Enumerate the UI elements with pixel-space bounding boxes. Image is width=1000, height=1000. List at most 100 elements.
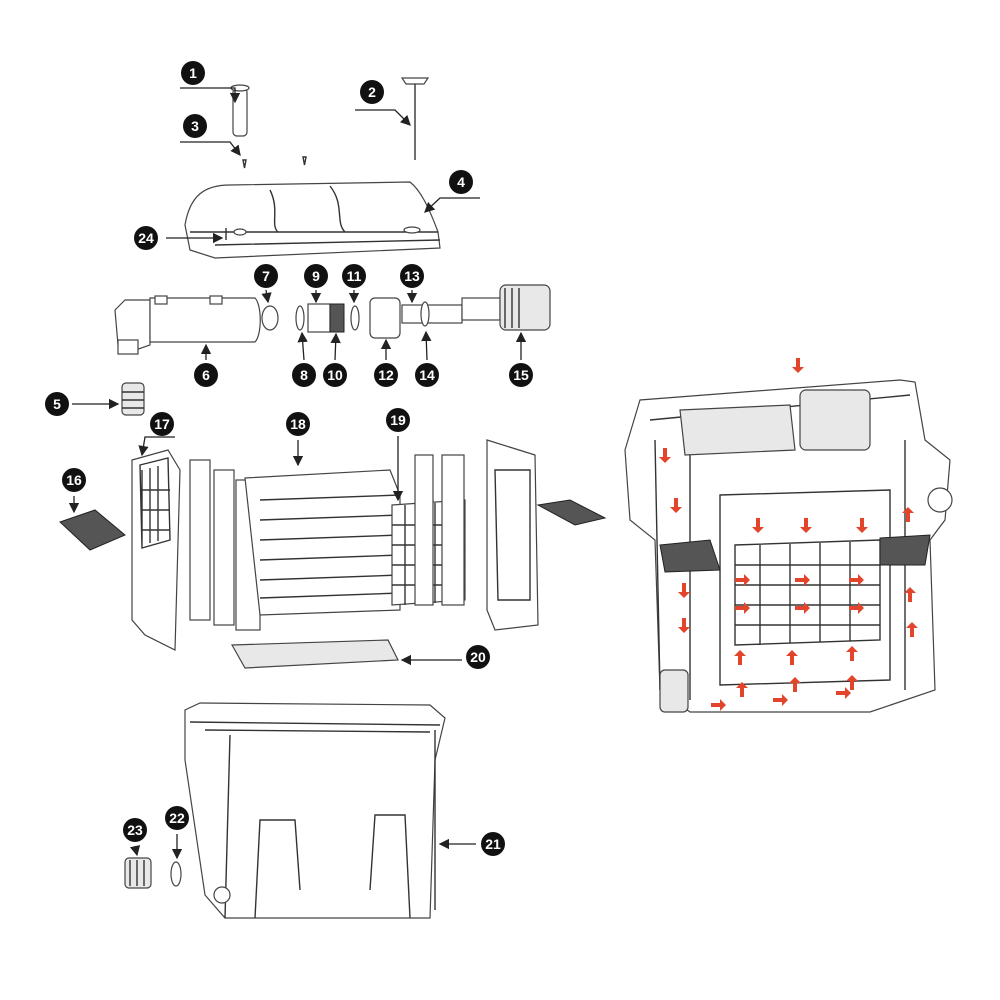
svg-text:15: 15 xyxy=(513,367,529,383)
part-23-cap xyxy=(124,857,152,889)
flow-arrow xyxy=(906,622,918,637)
part-20-pad xyxy=(230,639,399,669)
svg-text:22: 22 xyxy=(169,810,185,826)
part-5-knob xyxy=(121,382,145,416)
svg-text:19: 19 xyxy=(390,412,406,428)
part-2-pin xyxy=(400,77,430,160)
svg-text:21: 21 xyxy=(485,836,501,852)
svg-text:2: 2 xyxy=(368,84,376,100)
flow-arrow xyxy=(846,646,858,661)
svg-text:1: 1 xyxy=(189,65,197,81)
callout-22: 22 xyxy=(165,806,189,830)
svg-text:9: 9 xyxy=(312,268,320,284)
callout-18: 18 xyxy=(286,412,310,436)
flow-arrow xyxy=(736,682,748,697)
part-4-lid xyxy=(184,181,441,259)
svg-text:6: 6 xyxy=(202,367,210,383)
flow-arrow xyxy=(792,358,804,373)
svg-text:10: 10 xyxy=(327,367,343,383)
flow-arrow xyxy=(678,583,690,598)
svg-text:7: 7 xyxy=(262,268,270,284)
flow-arrow xyxy=(659,448,671,463)
flow-arrow xyxy=(800,518,812,533)
part-21-container xyxy=(184,702,446,919)
leader-lines xyxy=(68,87,527,860)
callout-1: 1 xyxy=(181,61,205,85)
part-9-10-sleeve xyxy=(307,303,345,333)
flow-arrow xyxy=(670,498,682,513)
callout-7: 7 xyxy=(254,264,278,288)
callout-19: 19 xyxy=(386,408,410,432)
callout-13: 13 xyxy=(400,264,424,288)
callout-21: 21 xyxy=(481,832,505,856)
callout-15: 15 xyxy=(509,363,533,387)
part-22-oring xyxy=(170,861,182,887)
flow-arrow xyxy=(773,694,788,706)
part-16-tray-right xyxy=(536,499,607,526)
flow-arrow xyxy=(856,518,868,533)
svg-text:8: 8 xyxy=(300,367,308,383)
svg-text:12: 12 xyxy=(378,367,394,383)
svg-text:11: 11 xyxy=(347,268,362,284)
part-8-washer xyxy=(295,305,305,331)
part-17-frame-right xyxy=(486,439,539,631)
callout-3: 3 xyxy=(183,114,207,138)
flow-arrow xyxy=(849,574,864,586)
svg-text:4: 4 xyxy=(457,174,465,190)
flow-arrow xyxy=(902,507,914,522)
svg-text:14: 14 xyxy=(419,367,435,383)
part-12-nut xyxy=(369,297,401,339)
svg-text:3: 3 xyxy=(191,118,199,134)
flow-arrow xyxy=(795,574,810,586)
flow-arrow xyxy=(735,574,750,586)
flow-arrow xyxy=(904,587,916,602)
part-19-grid xyxy=(391,454,466,606)
part-7-ring xyxy=(261,305,279,331)
callout-9: 9 xyxy=(304,264,328,288)
flow-arrow xyxy=(795,602,810,614)
callout-6: 6 xyxy=(194,363,218,387)
part-1-tube xyxy=(230,84,250,137)
flow-arrows xyxy=(659,358,918,711)
assembled-cutaway-view xyxy=(624,379,953,713)
flow-arrow xyxy=(846,675,858,690)
flow-arrow xyxy=(734,650,746,665)
flow-arrow xyxy=(836,687,851,699)
flow-arrow xyxy=(786,650,798,665)
part-15-cap xyxy=(461,284,551,331)
svg-text:23: 23 xyxy=(127,822,143,838)
flow-arrow xyxy=(735,602,750,614)
part-13-14-connector xyxy=(401,301,463,327)
svg-text:5: 5 xyxy=(53,396,61,412)
flow-arrow xyxy=(752,518,764,533)
svg-text:16: 16 xyxy=(66,472,82,488)
svg-text:18: 18 xyxy=(290,416,306,432)
part-18-sponge-stack xyxy=(189,459,401,631)
callout-20: 20 xyxy=(466,645,490,669)
callout-12: 12 xyxy=(374,363,398,387)
callout-8: 8 xyxy=(292,363,316,387)
callout-4: 4 xyxy=(449,170,473,194)
flow-arrow xyxy=(711,699,726,711)
callout-24: 24 xyxy=(134,226,158,250)
callout-14: 14 xyxy=(415,363,439,387)
part-16-tray-left xyxy=(59,509,126,551)
svg-text:24: 24 xyxy=(138,230,154,246)
callout-23: 23 xyxy=(123,818,147,842)
flow-arrow xyxy=(678,618,690,633)
part-6-uv-housing xyxy=(114,295,261,355)
part-3-screws xyxy=(242,156,307,169)
callout-16: 16 xyxy=(62,468,86,492)
part-17-frame xyxy=(131,449,181,651)
svg-text:20: 20 xyxy=(470,649,486,665)
callout-11: 11 xyxy=(342,264,366,288)
svg-text:13: 13 xyxy=(404,268,420,284)
callout-10: 10 xyxy=(323,363,347,387)
filter-grid xyxy=(734,539,881,646)
part-11-ring xyxy=(350,305,360,331)
flow-arrow xyxy=(849,602,864,614)
callout-5: 5 xyxy=(45,392,69,416)
flow-arrow xyxy=(789,677,801,692)
callout-2: 2 xyxy=(360,80,384,104)
